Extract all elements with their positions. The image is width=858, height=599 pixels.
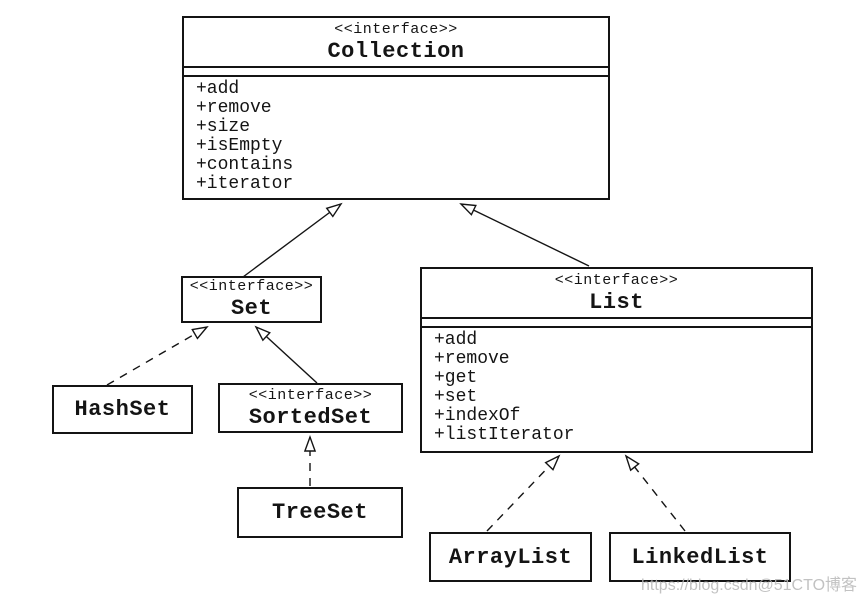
methods-compartment: +add +remove +get +set +indexOf +listIte… bbox=[422, 328, 811, 451]
method-item: +iterator bbox=[196, 174, 294, 194]
class-name: HashSet bbox=[74, 397, 171, 422]
method-item: +contains bbox=[196, 155, 294, 175]
class-name: TreeSet bbox=[272, 500, 368, 525]
stereotype-label: <<interface>> bbox=[189, 278, 314, 295]
edge-hashset-implements-set bbox=[106, 325, 209, 386]
class-box-linkedlist: LinkedList bbox=[609, 532, 791, 582]
class-name: LinkedList bbox=[631, 544, 769, 570]
class-box-hashset: HashSet bbox=[52, 385, 193, 434]
class-header: <<interface>> Collection bbox=[184, 18, 608, 68]
method-item: +indexOf bbox=[434, 406, 521, 426]
class-header: <<interface>> SortedSet bbox=[220, 385, 401, 431]
class-name: Collection bbox=[327, 38, 465, 64]
edge-linkedlist-implements-list bbox=[624, 454, 686, 532]
class-box-collection: <<interface>> Collection +add +remove +s… bbox=[182, 16, 610, 200]
method-item: +listIterator bbox=[434, 425, 575, 445]
class-box-sortedset: <<interface>> SortedSet bbox=[218, 383, 403, 433]
watermark: https://blog.csdn@51CTO博客 bbox=[641, 577, 858, 594]
method-item: +isEmpty bbox=[196, 136, 283, 156]
stereotype-label: <<interface>> bbox=[248, 386, 373, 404]
method-item: +add bbox=[434, 330, 478, 350]
class-box-set: <<interface>> Set bbox=[181, 276, 322, 323]
attributes-compartment bbox=[184, 68, 608, 77]
attributes-compartment bbox=[422, 319, 811, 328]
method-item: +remove bbox=[434, 349, 510, 369]
methods-compartment: +add +remove +size +isEmpty +contains +i… bbox=[184, 77, 608, 198]
edge-set-extends-collection bbox=[242, 202, 343, 278]
stereotype-label: <<interface>> bbox=[554, 271, 679, 289]
class-header: <<interface>> List bbox=[422, 269, 811, 319]
method-item: +set bbox=[434, 387, 478, 407]
method-item: +add bbox=[196, 79, 240, 99]
class-name: SortedSet bbox=[248, 404, 373, 430]
class-box-treeset: TreeSet bbox=[237, 487, 403, 538]
class-name: ArrayList bbox=[448, 544, 573, 570]
method-item: +get bbox=[434, 368, 478, 388]
edge-sortedset-extends-set bbox=[254, 325, 318, 384]
method-item: +remove bbox=[196, 98, 272, 118]
stereotype-label: <<interface>> bbox=[334, 20, 458, 38]
class-name: Set bbox=[230, 296, 273, 321]
method-item: +size bbox=[196, 117, 251, 137]
class-name: List bbox=[589, 289, 644, 315]
edge-list-extends-collection bbox=[459, 203, 590, 267]
edge-arraylist-implements-list bbox=[486, 454, 561, 532]
class-header: <<interface>> Set bbox=[183, 278, 320, 321]
class-box-list: <<interface>> List +add +remove +get +se… bbox=[420, 267, 813, 453]
class-box-arraylist: ArrayList bbox=[429, 532, 592, 582]
